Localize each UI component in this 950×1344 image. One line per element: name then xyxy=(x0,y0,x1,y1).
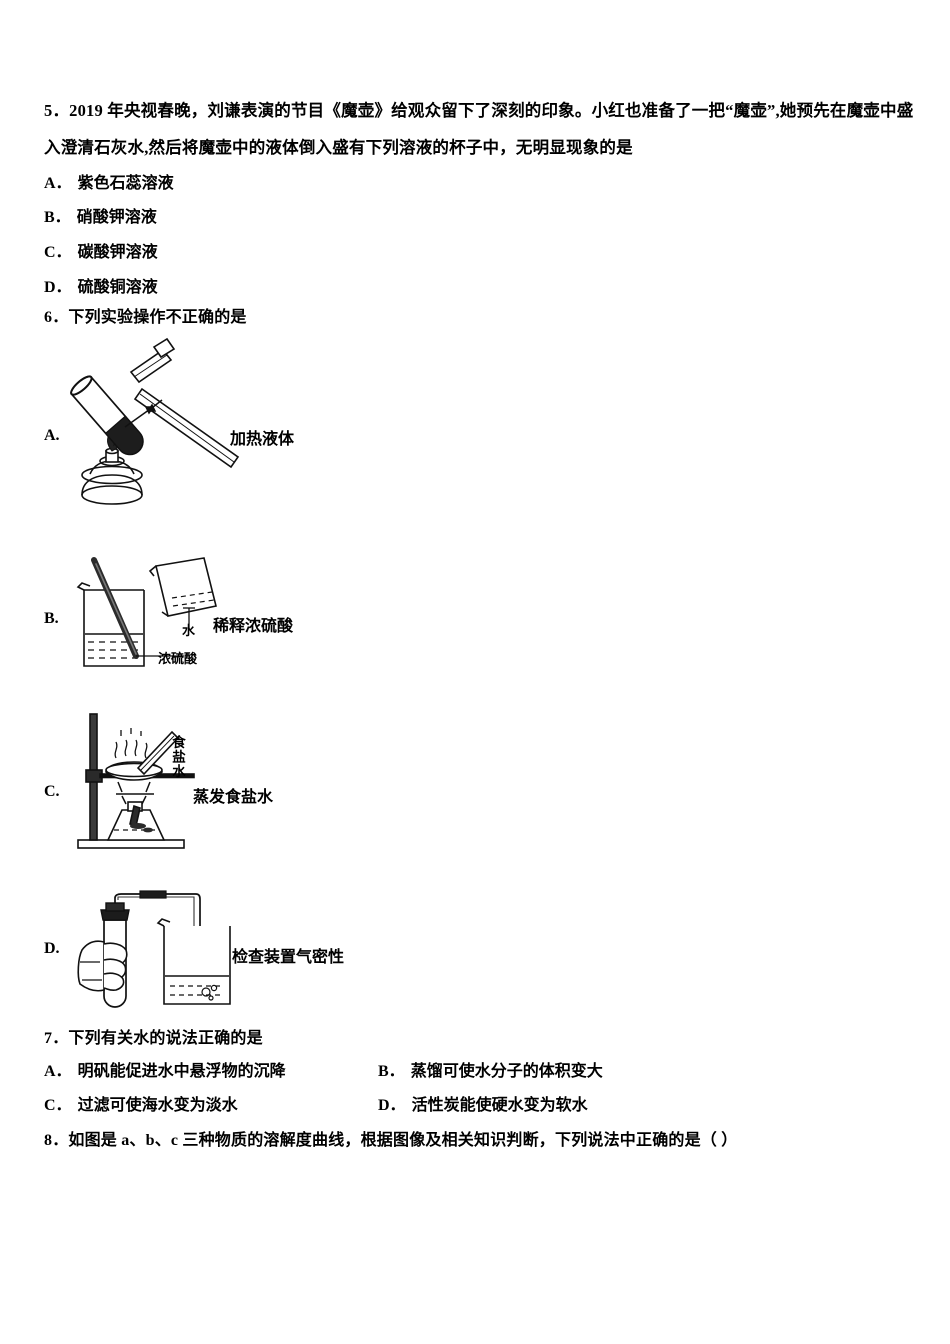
question-7-option-d: D． 活性炭能使硬水变为软水 xyxy=(378,1096,588,1116)
q7-option-c-label: C． xyxy=(44,1097,72,1114)
iron-stand-evaporating-dish-diagram xyxy=(77,713,195,849)
question-7-option-c: C． 过滤可使海水变为淡水 xyxy=(44,1096,238,1116)
question-6-option-d-caption: 检查装置气密性 xyxy=(232,949,345,966)
question-6-option-b-caption: 稀释浓硫酸 xyxy=(213,618,294,635)
figure-heating-liquid xyxy=(70,337,250,515)
q7-option-a-text: 明矾能促进水中悬浮物的沉降 xyxy=(77,1063,286,1080)
question-5-stem-line-2: 入澄清石灰水,然后将魔壶中的液体倒入盛有下列溶液的杯子中，无明显现象的是 xyxy=(44,138,633,157)
option-d-label: D． xyxy=(44,279,72,296)
question-5-stem-line-1: 5．2019 年央视春晚，刘谦表演的节目《魔壶》给观众留下了深刻的印象。小红也准… xyxy=(44,101,914,120)
beaker-pouring-water-diagram xyxy=(76,557,217,667)
option-a-text: 紫色石蕊溶液 xyxy=(77,175,174,192)
question-5-option-b: B． 硝酸钾溶液 xyxy=(44,208,157,228)
figure-b-sublabel-concentrated-acid: 浓硫酸 xyxy=(158,651,198,666)
question-7-option-a: A． 明矾能促进水中悬浮物的沉降 xyxy=(44,1062,286,1082)
figure-dilute-sulfuric-acid xyxy=(76,556,266,676)
question-5-option-a: A． 紫色石蕊溶液 xyxy=(44,174,174,194)
q7-option-b-text: 蒸馏可使水分子的体积变大 xyxy=(410,1063,603,1080)
figure-b-sublabel-water: 水 xyxy=(182,623,196,638)
question-6-option-d-label: D. xyxy=(44,940,60,957)
q7-option-d-label: D． xyxy=(378,1097,406,1114)
question-6-stem: 6．下列实验操作不正确的是 xyxy=(44,309,247,326)
option-b-text: 硝酸钾溶液 xyxy=(76,209,157,226)
q7-option-a-label: A． xyxy=(44,1063,72,1080)
question-6-option-a-label: A. xyxy=(44,427,60,444)
q7-option-d-text: 活性炭能使硬水变为软水 xyxy=(411,1097,588,1114)
option-d-text: 硫酸铜溶液 xyxy=(77,279,158,296)
figure-evaporating-salt-water xyxy=(72,706,232,852)
question-7-stem: 7．下列有关水的说法正确的是 xyxy=(44,1030,263,1047)
figure-check-airtightness xyxy=(77,890,243,1012)
alcohol-lamp-heating-test-tube-diagram xyxy=(70,337,240,505)
question-8-stem: 8．如图是 a、b、c 三种物质的溶解度曲线，根据图像及相关知识判断，下列说法中… xyxy=(44,1132,738,1149)
option-c-text: 碳酸钾溶液 xyxy=(77,244,158,261)
option-a-label: A． xyxy=(44,175,72,192)
hand-holding-test-tube-beaker-diagram xyxy=(77,890,231,1008)
option-c-label: C． xyxy=(44,244,72,261)
question-6-option-a-caption: 加热液体 xyxy=(230,431,295,448)
question-5-option-c: C． 碳酸钾溶液 xyxy=(44,243,158,263)
question-6-option-b-label: B. xyxy=(44,610,59,627)
q7-option-c-text: 过滤可使海水变为淡水 xyxy=(77,1097,238,1114)
question-5-option-d: D． 硫酸铜溶液 xyxy=(44,278,158,298)
question-7-option-b: B． 蒸馏可使水分子的体积变大 xyxy=(378,1062,603,1082)
option-b-label: B． xyxy=(44,209,71,226)
q7-option-b-label: B． xyxy=(378,1063,405,1080)
question-6-option-c-caption: 蒸发食盐水 xyxy=(193,789,274,806)
question-6-option-c-label: C. xyxy=(44,783,60,800)
figure-c-sublabel-salt-water: 食盐水 xyxy=(170,735,185,779)
